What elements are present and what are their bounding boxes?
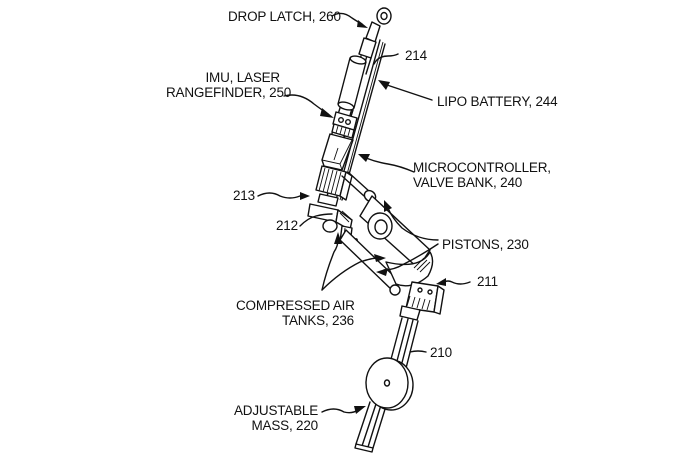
label-micro-line2: VALVE BANK, 240 [413, 175, 523, 190]
label-ref-213-text: 213 [233, 188, 255, 203]
label-micro-line1: MICROCONTROLLER, [413, 160, 551, 175]
label-ref-214-text: 214 [405, 48, 427, 63]
label-compressed-air-tanks: COMPRESSED AIR TANKS, 236 [236, 298, 355, 328]
label-ref-211-text: 211 [477, 274, 498, 289]
label-lipo-battery-text: LIPO BATTERY, 244 [437, 94, 558, 109]
label-pistons-text: PISTONS, 230 [442, 237, 529, 252]
label-ref-212: 212 [276, 218, 298, 233]
label-drop-latch-text: DROP LATCH, 260 [228, 9, 341, 24]
pistons [339, 195, 434, 296]
label-ref-210: 210 [430, 345, 452, 360]
label-drop-latch: DROP LATCH, 260 [228, 9, 341, 24]
label-mass-line2: MASS, 220 [251, 418, 319, 433]
label-ref-212-text: 212 [276, 218, 298, 233]
microcontroller-valve-bank [315, 133, 354, 201]
label-adjustable-mass: ADJUSTABLE MASS, 220 [234, 403, 318, 433]
knee-joint [399, 281, 445, 321]
leader-lines [257, 12, 471, 414]
label-microcontroller: MICROCONTROLLER, VALVE BANK, 240 [413, 160, 551, 190]
drop-latch [355, 7, 392, 75]
adjustable-mass [365, 357, 414, 411]
label-imu-line1: IMU, LASER [205, 70, 280, 85]
label-tanks-line1: COMPRESSED AIR [236, 298, 355, 313]
label-ref-214: 214 [405, 48, 427, 63]
label-ref-213: 213 [233, 188, 255, 203]
label-imu-rangefinder: IMU, LASER RANGEFINDER, 250 [166, 70, 292, 100]
label-imu-line2: RANGEFINDER, 250 [166, 85, 292, 100]
label-lipo-battery: LIPO BATTERY, 244 [437, 94, 558, 109]
label-ref-210-text: 210 [430, 345, 452, 360]
label-tanks-line2: TANKS, 236 [281, 313, 354, 328]
lipo-battery [337, 55, 367, 111]
imu-rangefinder [331, 111, 358, 139]
label-pistons: PISTONS, 230 [442, 237, 529, 252]
label-ref-211: 211 [477, 274, 498, 289]
label-mass-line1: ADJUSTABLE [234, 403, 319, 418]
